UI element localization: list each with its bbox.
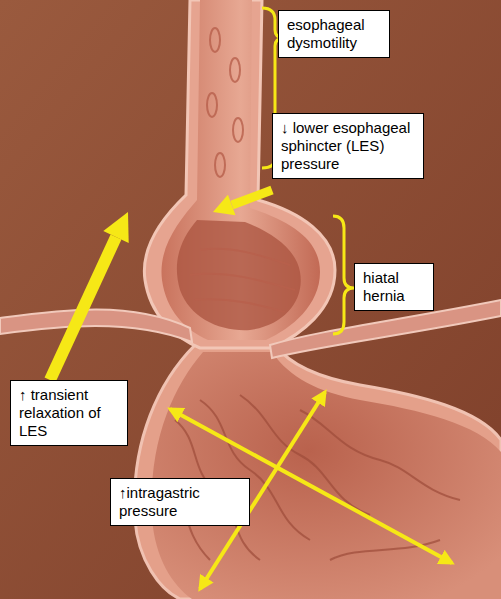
diaphragm bbox=[0, 310, 192, 343]
leader-arrow bbox=[232, 190, 272, 205]
label-box: hiatal hernia bbox=[354, 263, 434, 311]
label-box: esophageal dysmotility bbox=[278, 10, 390, 58]
label-text: ↓ lower esophageal sphincter (LES) press… bbox=[281, 119, 415, 173]
label-box: ↓ lower esophageal sphincter (LES) press… bbox=[272, 113, 424, 179]
arrow-head bbox=[103, 212, 128, 243]
leader-arrow bbox=[50, 237, 116, 380]
label-text: ↑intragastric pressure bbox=[119, 484, 241, 520]
label-text: ↑ transient relaxation of LES bbox=[19, 386, 119, 440]
arrow-head bbox=[213, 195, 236, 216]
stomach-wall bbox=[134, 345, 501, 599]
hernia-pouch bbox=[177, 220, 301, 330]
stomach-lumen bbox=[152, 352, 501, 599]
label-box: ↑ transient relaxation of LES bbox=[10, 380, 128, 446]
bracket bbox=[333, 216, 354, 334]
label-box: ↑intragastric pressure bbox=[110, 478, 250, 526]
label-text: esophageal dysmotility bbox=[287, 16, 381, 52]
label-text: hiatal hernia bbox=[363, 269, 425, 305]
